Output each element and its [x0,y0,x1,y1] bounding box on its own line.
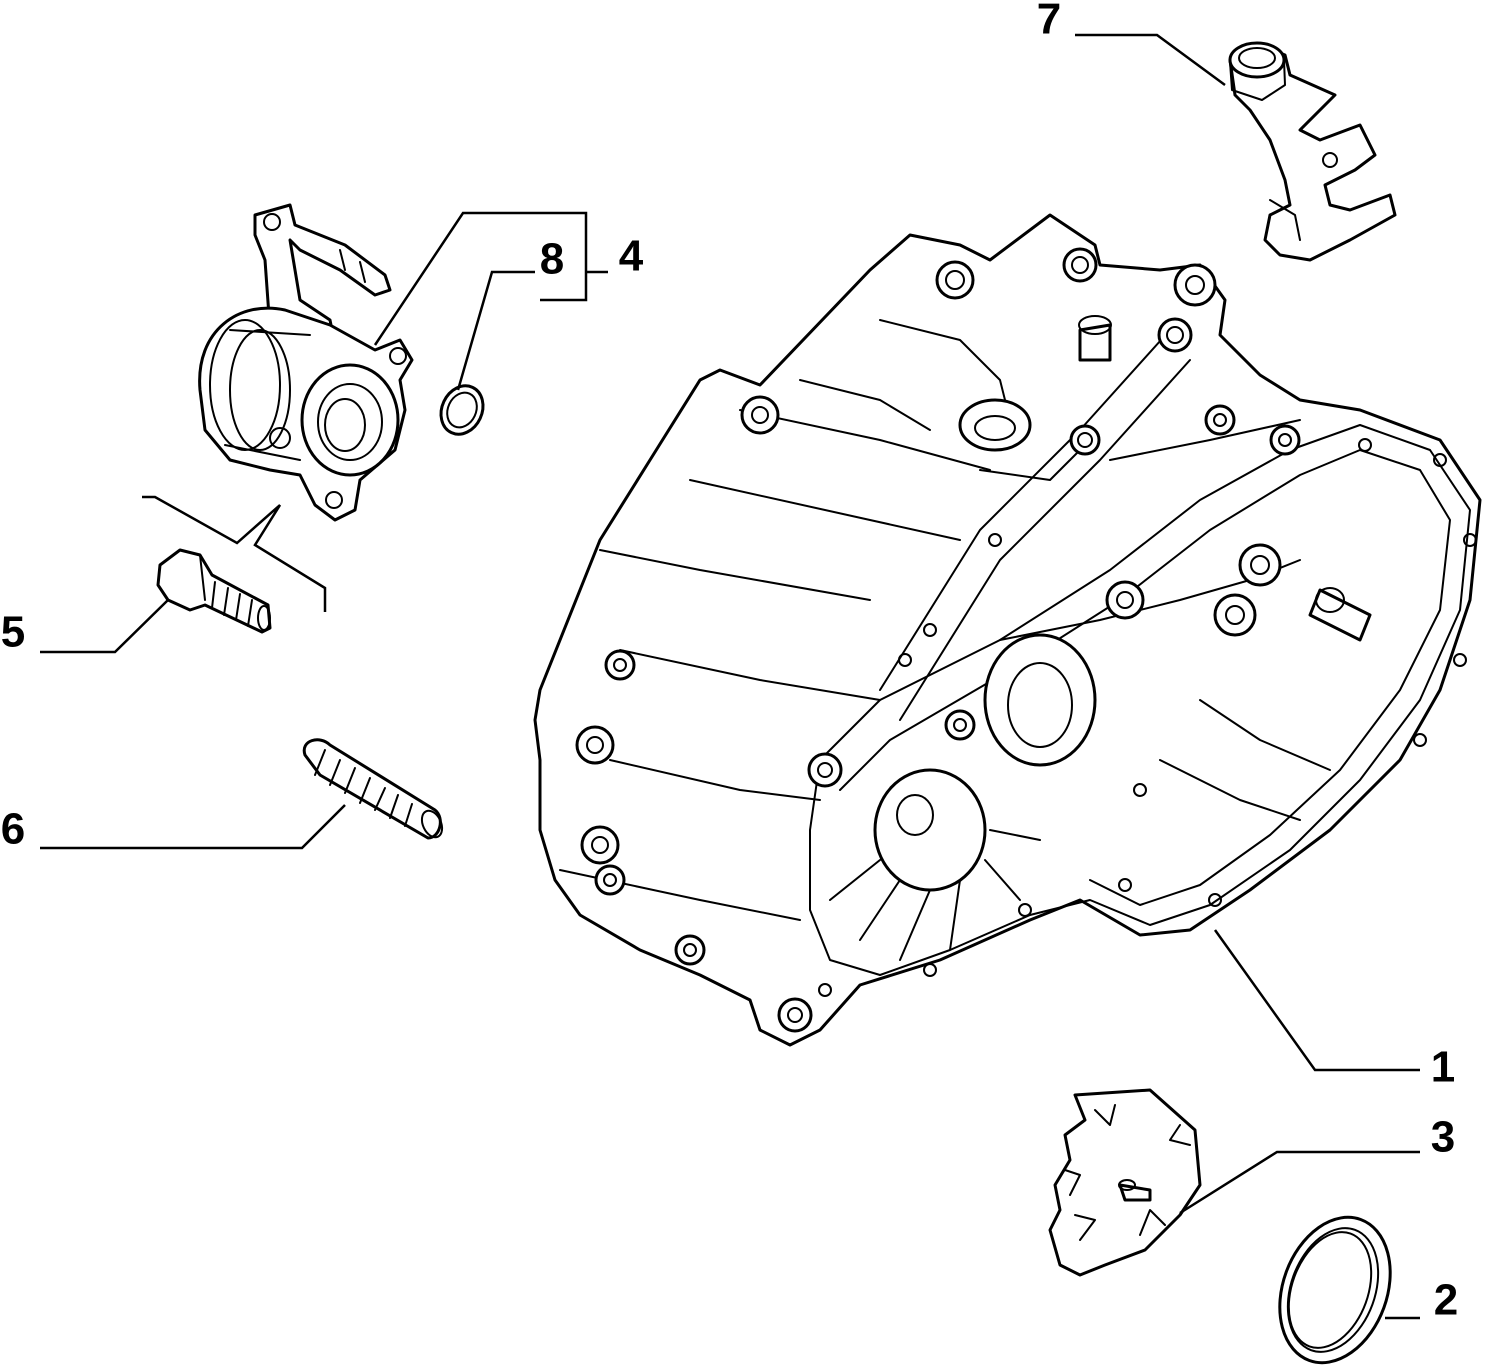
callout-label-1: 1 [1431,1043,1455,1092]
leader-bracket-4 [540,211,588,302]
callout-label-6: 6 [1,805,25,854]
callout-label-8: 8 [540,235,564,284]
leader-line-4-part [373,211,540,346]
leader-line-5 [40,599,169,654]
callout-label-3: 3 [1431,1113,1455,1162]
bracket-icon [1228,41,1397,262]
seal-ring-icon [1278,1215,1392,1365]
leader-line-8 [456,270,535,391]
leader-line-7 [1075,33,1226,87]
o-ring-icon [439,384,485,436]
leader-line-6 [40,804,346,850]
callout-label-5: 5 [1,608,25,657]
leader-line-1 [1213,929,1420,1072]
cover-plate-icon [1048,1088,1202,1277]
leader-lines [40,33,1420,1320]
callout-label-4: 4 [619,232,644,281]
group-bracket-5 [142,495,327,612]
clutch-release-bearing-icon [198,203,414,522]
callout-labels: 1 2 3 4 5 6 7 8 [1,0,1458,1325]
callout-label-7: 7 [1037,0,1061,44]
stud-icon [302,738,444,840]
leader-line-3 [1179,1150,1420,1215]
bolt-icon [156,548,272,634]
callout-label-2: 2 [1434,1276,1458,1325]
gearbox-casing-icon [533,213,1482,1047]
